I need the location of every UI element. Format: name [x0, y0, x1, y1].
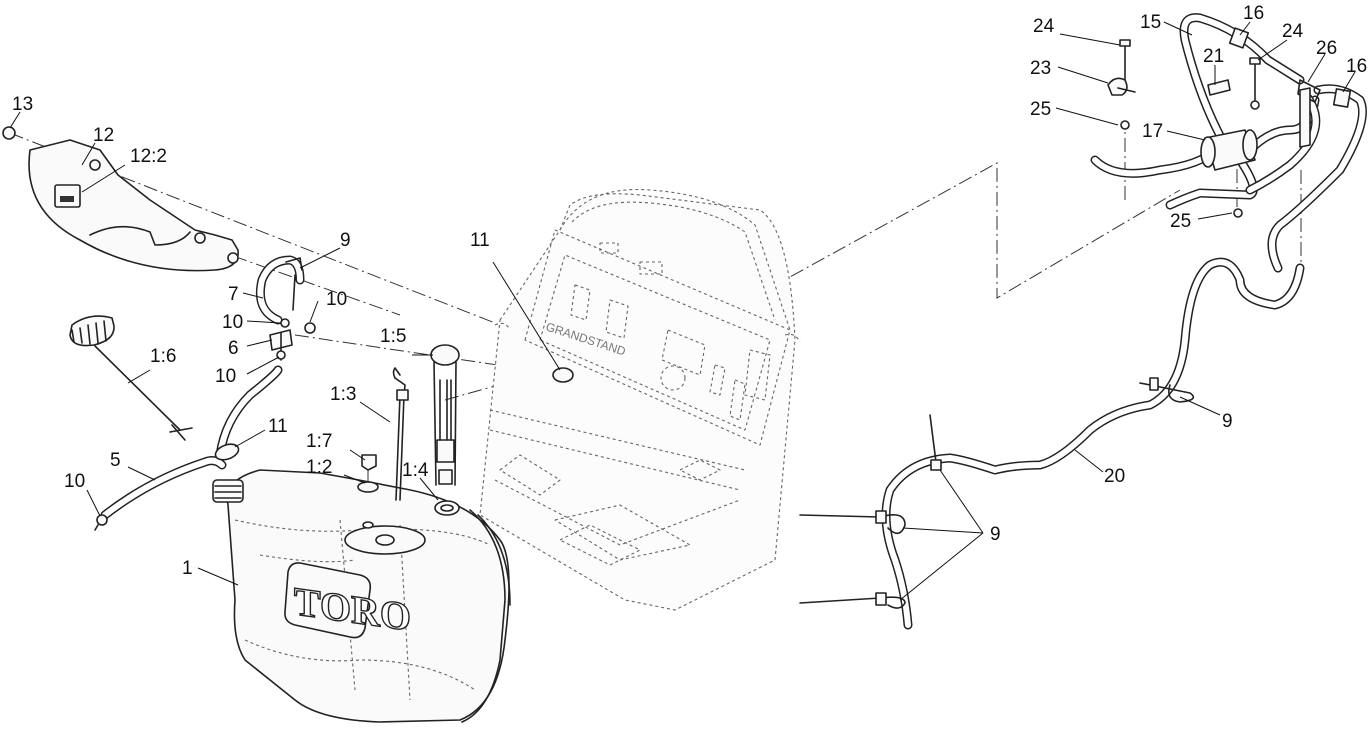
callout-10: 10: [222, 312, 243, 333]
callout-24: 24: [1282, 21, 1304, 42]
cable-ties: [799, 377, 1195, 609]
callout-1-2: 1:2: [306, 457, 332, 478]
callout-1-4: 1:4: [402, 460, 429, 481]
callout-7: 7: [228, 284, 239, 305]
callout-6: 6: [228, 338, 239, 359]
shield-bracket: [2, 126, 239, 272]
callout-9: 9: [1222, 411, 1233, 432]
callout-26: 26: [1316, 38, 1337, 59]
fuel-tank: TORO: [212, 469, 511, 723]
callout-9: 9: [990, 524, 1001, 545]
callout-23: 23: [1030, 58, 1051, 79]
fuel-hose-20: [881, 257, 1305, 630]
callout-25: 25: [1170, 211, 1191, 232]
leader-lines: [9, 21, 1356, 601]
callout-1-6: 1:6: [150, 346, 176, 367]
callout-21: 21: [1203, 46, 1224, 67]
callout-1: 1: [182, 558, 193, 579]
callout-16: 16: [1243, 3, 1264, 24]
callout-24: 24: [1033, 16, 1055, 37]
callout-12: 12: [93, 125, 114, 146]
callout-11: 11: [470, 230, 490, 251]
callout-15: 15: [1140, 12, 1161, 33]
fuel-cap-with-gauge: [69, 315, 193, 441]
callout-1-7: 1:7: [306, 431, 332, 452]
callout-16: 16: [1346, 56, 1367, 77]
callout-11: 11: [268, 416, 288, 437]
chassis-frame-phantom: GRANDSTAND: [479, 188, 801, 611]
tank-pickup-and-sender: [357, 344, 460, 516]
callout-10: 10: [215, 366, 236, 387]
callout-9: 9: [340, 230, 351, 251]
callout-10: 10: [326, 289, 347, 310]
callout-10: 10: [64, 471, 85, 492]
callout-20: 20: [1104, 466, 1125, 487]
fuel-filter-assembly: [1090, 13, 1367, 273]
callout-17: 17: [1142, 121, 1163, 142]
callout-1-5: 1:5: [380, 326, 406, 347]
tank-vent-hoses: [94, 255, 316, 531]
callout-12-2: 12:2: [130, 146, 167, 167]
callout-13: 13: [12, 94, 33, 115]
callout-5: 5: [110, 450, 121, 471]
frame-grommet: [552, 367, 574, 383]
callout-labels: 13 12 12:2 9 7 10 10 6 10 1:6 11 5 10 1:…: [12, 3, 1367, 579]
callout-25: 25: [1030, 99, 1051, 120]
callout-1-3: 1:3: [330, 384, 356, 405]
